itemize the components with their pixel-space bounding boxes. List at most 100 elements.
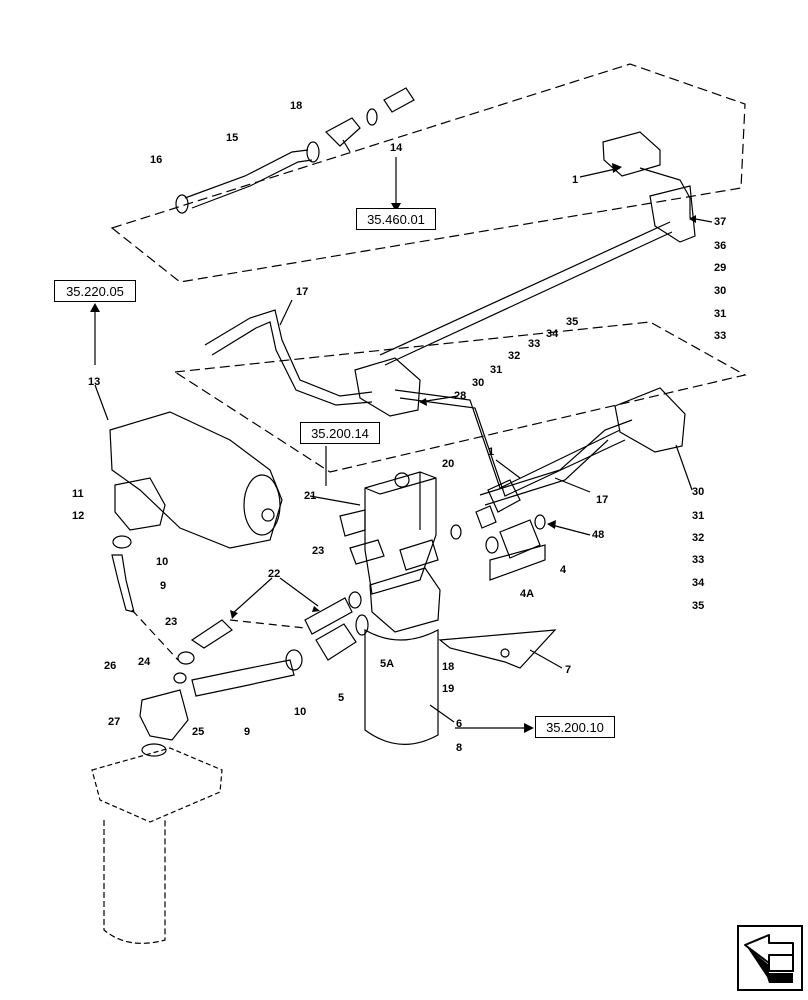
o-ring-5a: [355, 614, 369, 636]
mounting-bracket-7: [438, 544, 557, 669]
callout-19: 19: [442, 683, 455, 695]
upper-long-pipe: [379, 221, 673, 366]
callout-1-lower: 1: [488, 446, 495, 458]
clamp-18-top: [306, 141, 320, 163]
arrowhead-14: [391, 203, 401, 212]
arrowhead-13-ref: [90, 303, 100, 312]
pump-body-11: [114, 477, 166, 531]
reference-box-35-200-10[interactable]: 35.200.10: [535, 716, 615, 738]
arrowhead-35-200-10: [524, 723, 534, 733]
callout-17-lower: 17: [596, 494, 609, 506]
callout-23-top: 23: [312, 545, 325, 557]
callout-33-diag: 33: [528, 338, 541, 350]
callout-26: 26: [104, 660, 117, 672]
callout-15: 15: [226, 132, 239, 144]
callout-9-lower: 9: [244, 726, 251, 738]
pump-shaft: [261, 508, 275, 522]
callout-32-lower: 32: [692, 532, 705, 544]
callout-31-lower: 31: [692, 510, 705, 522]
leader-30: [675, 444, 693, 491]
left-filter-head: [91, 747, 223, 823]
arrow-icon: [744, 934, 794, 983]
clamp-16: [175, 194, 189, 214]
left-filter-canister: [103, 820, 166, 944]
hose-route-line-2: [131, 609, 179, 661]
reference-box-35-220-05[interactable]: 35.220.05: [54, 280, 136, 302]
o-ring-4a: [485, 536, 499, 554]
o-ring-48: [534, 514, 546, 530]
hose-9-left: [111, 554, 135, 613]
reference-box-35-460-01[interactable]: 35.460.01: [356, 208, 436, 230]
reference-box-35-200-14[interactable]: 35.200.14: [300, 422, 380, 444]
callout-6: 6: [456, 718, 463, 730]
leader-13: [94, 384, 109, 421]
callout-5a: 5A: [380, 658, 395, 670]
navigation-arrow-button[interactable]: [737, 925, 803, 991]
callout-9-top: 9: [160, 580, 167, 592]
callout-4a: 4A: [520, 588, 535, 600]
callout-14: 14: [390, 142, 403, 154]
leader-21: [309, 495, 361, 506]
callout-30-lower: 30: [692, 486, 705, 498]
callout-18-top: 18: [290, 100, 303, 112]
callout-31-right: 31: [714, 308, 727, 320]
pipe-17-upper: [204, 309, 373, 406]
clamp-30-right: [614, 387, 686, 453]
callout-27: 27: [108, 716, 121, 728]
top-tube: [383, 87, 415, 113]
upper-group-outline: [110, 63, 746, 283]
callout-17-top: 17: [296, 286, 309, 298]
valve-bracket: [339, 509, 366, 537]
callout-1-top: 1: [572, 174, 579, 186]
fitting-5: [315, 623, 357, 661]
callout-30-diag: 30: [472, 377, 485, 389]
callout-25: 25: [192, 726, 205, 738]
o-ring-20: [450, 524, 462, 540]
callout-48: 48: [592, 529, 605, 541]
hose-22-left: [190, 619, 233, 649]
callout-36: 36: [714, 240, 727, 252]
leader-17b: [554, 477, 591, 493]
leader-22b: [279, 577, 319, 607]
callout-10-lower: 10: [294, 706, 307, 718]
callout-20: 20: [442, 458, 455, 470]
fitting-4: [499, 519, 541, 559]
clamp-10-top: [112, 535, 132, 549]
clamp-10-lower: [285, 649, 303, 671]
valve-fitting-right: [399, 539, 439, 571]
arrowhead-22a: [230, 610, 238, 619]
valve-cap: [394, 472, 410, 488]
callout-7: 7: [565, 664, 572, 676]
callout-31-diag: 31: [490, 364, 503, 376]
valve-1-lower: [475, 479, 521, 529]
leader-17a: [279, 299, 293, 326]
callout-5: 5: [338, 692, 345, 704]
callout-12: 12: [72, 510, 85, 522]
clamp-37: [649, 185, 696, 243]
callout-33-right: 33: [714, 330, 727, 342]
clamp-28: [354, 357, 421, 417]
callout-8: 8: [456, 742, 463, 754]
callout-18-lower: 18: [442, 661, 455, 673]
leader-22a: [231, 577, 273, 615]
arrowhead-28: [419, 398, 427, 406]
filter-head-18: [369, 567, 441, 633]
callout-16: 16: [150, 154, 163, 166]
callout-35-lower: 35: [692, 600, 705, 612]
callout-30-right: 30: [714, 285, 727, 297]
pump-motor-13: [109, 411, 283, 549]
callout-22: 22: [268, 568, 281, 580]
callout-34-lower: 34: [692, 577, 705, 589]
clamp-23-lower: [177, 651, 195, 665]
leader-7: [529, 649, 563, 669]
pipe-17-lower: [479, 419, 633, 506]
callout-28: 28: [454, 390, 467, 402]
hose-route-line: [229, 619, 306, 629]
hose-9-lower: [191, 659, 295, 697]
valve-1-top: [602, 131, 691, 218]
o-ring-27: [141, 743, 167, 757]
callout-32-diag: 32: [508, 350, 521, 362]
callout-24: 24: [138, 656, 151, 668]
o-ring-24: [173, 672, 187, 684]
